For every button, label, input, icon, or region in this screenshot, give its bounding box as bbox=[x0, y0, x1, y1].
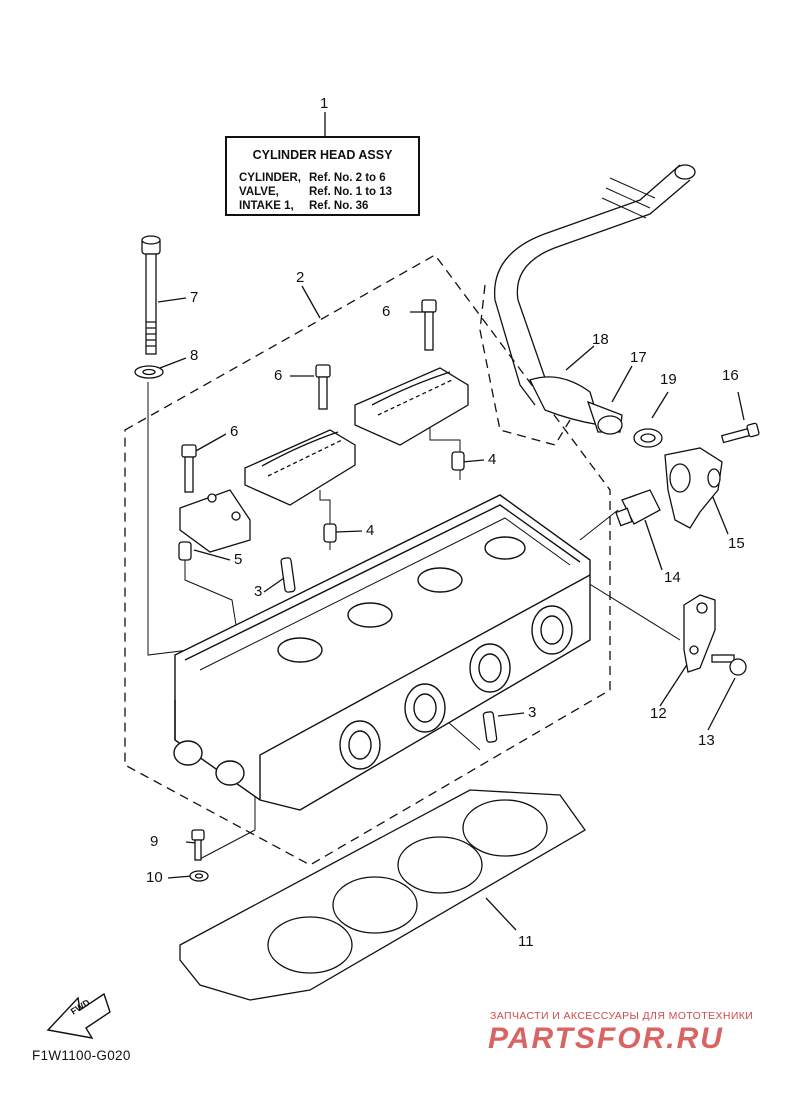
watermark-tagline: ЗАПЧАСТИ И АКСЕССУАРЫ ДЛЯ МОТОТЕХНИКИ bbox=[490, 1010, 754, 1022]
callout-15: 15 bbox=[728, 535, 745, 552]
callout-14: 14 bbox=[664, 569, 681, 586]
bolt-6-middle bbox=[315, 364, 331, 410]
bolt-9 bbox=[191, 829, 205, 861]
cam-cap-left bbox=[179, 489, 251, 553]
fwd-arrow-shape bbox=[46, 992, 111, 1039]
callout-7: 7 bbox=[190, 289, 199, 306]
watermark-logo: PARTSFOR.RU bbox=[488, 1022, 724, 1055]
callout-6-right: 6 bbox=[382, 303, 391, 320]
callout-4-right: 4 bbox=[488, 451, 497, 468]
label-row-ref: Ref. No. 2 to 6 bbox=[309, 172, 386, 184]
callout-16: 16 bbox=[722, 367, 739, 384]
callout-11: 11 bbox=[518, 933, 534, 950]
callout-6-middle: 6 bbox=[274, 367, 283, 384]
label-row-ref: Ref. No. 1 to 13 bbox=[309, 186, 393, 198]
callout-4-left: 4 bbox=[366, 522, 375, 539]
dowel-4-right bbox=[451, 451, 465, 471]
washer-8 bbox=[134, 365, 164, 379]
pin-3-bottom bbox=[482, 711, 498, 743]
dashed-hose-outline bbox=[479, 284, 571, 446]
bolt-13 bbox=[711, 654, 747, 676]
bolt-16 bbox=[720, 422, 760, 444]
head-gasket-11 bbox=[179, 789, 586, 1001]
label-row: CYLINDER, Ref. No. 2 to 6 bbox=[239, 172, 386, 184]
callout-9: 9 bbox=[150, 833, 159, 850]
callout-8: 8 bbox=[190, 347, 199, 364]
callout-3-top: 3 bbox=[254, 583, 263, 600]
callout-18: 18 bbox=[592, 331, 609, 348]
callout-5: 5 bbox=[234, 551, 243, 568]
bracket-12 bbox=[683, 594, 716, 673]
label-row-name: CYLINDER, bbox=[239, 172, 301, 184]
callout-13: 13 bbox=[698, 732, 715, 749]
pipe-17 bbox=[586, 400, 623, 435]
label-row: INTAKE 1, Ref. No. 36 bbox=[239, 200, 368, 212]
dashed-group-outline bbox=[124, 254, 611, 866]
bolt-6-right bbox=[421, 299, 437, 351]
callout-17: 17 bbox=[630, 349, 647, 366]
bolt-6-left bbox=[181, 444, 197, 493]
cam-cap-right bbox=[354, 367, 469, 446]
callout-3-bottom: 3 bbox=[528, 704, 537, 721]
label-row-name: INTAKE 1, bbox=[239, 200, 294, 212]
dowel-5 bbox=[178, 541, 192, 561]
clamp-19 bbox=[633, 428, 663, 448]
sensor-14 bbox=[615, 489, 661, 527]
long-bolt-7 bbox=[141, 235, 161, 355]
fitting-15 bbox=[664, 447, 723, 529]
cylinder-head-body bbox=[173, 494, 591, 811]
label-row: VALVE, Ref. No. 1 to 13 bbox=[239, 186, 392, 198]
dowel-4-left bbox=[323, 523, 337, 543]
cylinder-head-assy-label: CYLINDER HEAD ASSY CYLINDER, Ref. No. 2 … bbox=[225, 136, 420, 216]
callout-19: 19 bbox=[660, 371, 677, 388]
figure-code: F1W1100-G020 bbox=[32, 1048, 131, 1063]
callout-1: 1 bbox=[320, 95, 329, 112]
label-row-name: VALVE, bbox=[239, 186, 279, 198]
callout-12: 12 bbox=[650, 705, 667, 722]
pin-3-top bbox=[280, 557, 296, 593]
label-box-title: CYLINDER HEAD ASSY bbox=[252, 148, 393, 162]
cam-cap-middle bbox=[244, 429, 356, 506]
callout-10: 10 bbox=[146, 869, 163, 886]
callout-2: 2 bbox=[296, 269, 305, 286]
callout-6-left: 6 bbox=[230, 423, 239, 440]
label-row-ref: Ref. No. 36 bbox=[309, 200, 369, 212]
washer-10 bbox=[189, 870, 209, 882]
